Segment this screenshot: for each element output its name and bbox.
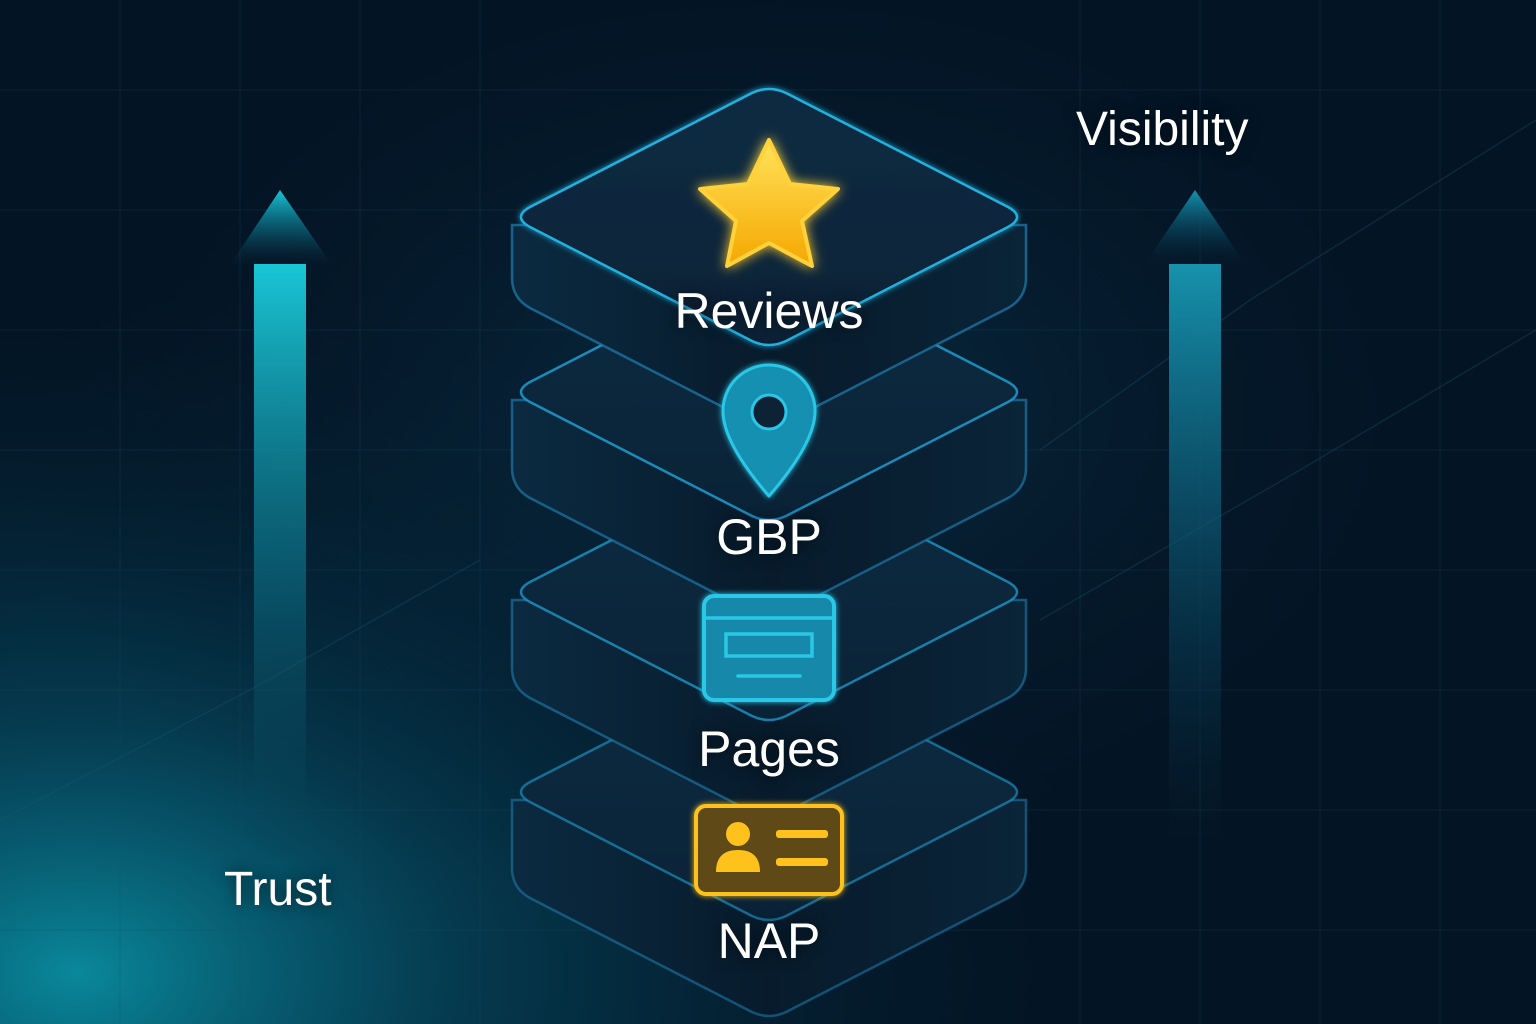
webpage-icon (702, 594, 836, 702)
layer-label-pages: Pages (698, 721, 840, 777)
visibility-label: Visibility (1076, 103, 1249, 156)
layer-label-reviews: Reviews (674, 283, 864, 339)
visibility-arrow (1144, 190, 1246, 864)
map-pin-icon (721, 363, 817, 498)
contact-card-icon (694, 804, 844, 896)
trust-arrow (230, 190, 332, 864)
background-trend-lines (0, 119, 1536, 821)
star-icon (698, 138, 840, 268)
trust-label: Trust (224, 863, 332, 916)
layer-label-gbp: GBP (716, 509, 822, 565)
layer-label-nap: NAP (717, 913, 821, 969)
